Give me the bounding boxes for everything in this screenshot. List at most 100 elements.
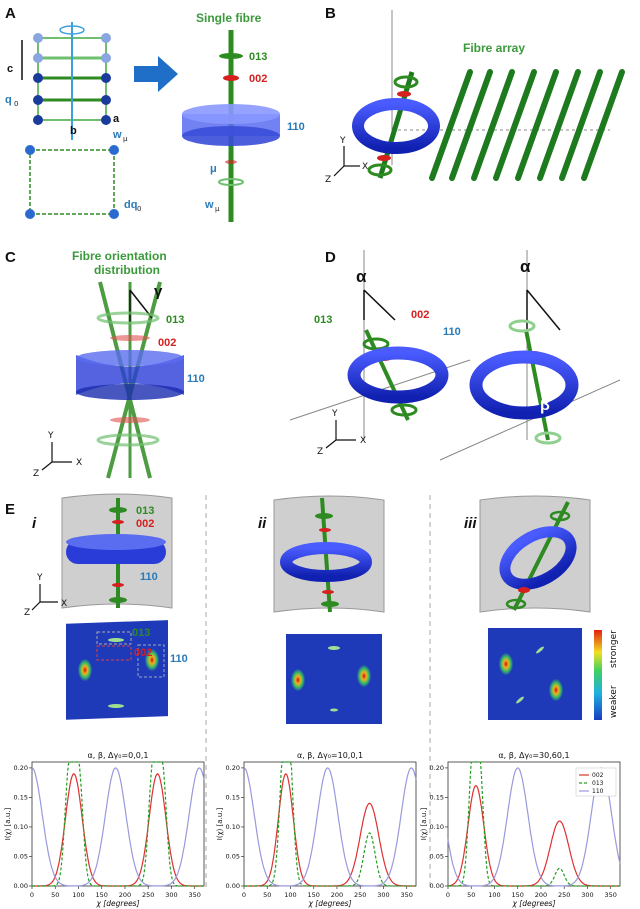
xtick-label: 200 bbox=[331, 891, 343, 899]
xtick-label: 300 bbox=[581, 891, 593, 899]
ring-110 bbox=[182, 104, 280, 146]
e-label-002: 002 bbox=[136, 518, 154, 530]
c-title-1: Fibre orientation bbox=[72, 249, 167, 263]
b-axes-triad bbox=[334, 146, 360, 176]
panel-letter-d: D bbox=[325, 249, 336, 266]
label-dq0: dq bbox=[124, 199, 137, 211]
plot-xlabel-2: χ [degrees] bbox=[511, 899, 555, 908]
label-q0-sub: 0 bbox=[14, 100, 18, 108]
c-title-2: distribution bbox=[94, 263, 160, 277]
e-img-label-110: 110 bbox=[170, 653, 188, 665]
e-axis-y: Y bbox=[36, 573, 43, 583]
e-sub-iii: iii bbox=[464, 515, 477, 532]
single-fibre-title: Single fibre bbox=[196, 11, 262, 25]
xtick-label: 50 bbox=[51, 891, 59, 899]
xtick-label: 200 bbox=[119, 891, 131, 899]
ytick-label: 0.15 bbox=[226, 793, 240, 801]
ytick-label: 0.10 bbox=[14, 823, 28, 831]
b-axis-z: Z bbox=[325, 175, 331, 185]
panel-a: A c a b q 0 w μ dq 0 bbox=[5, 5, 305, 222]
c-axis-x: X bbox=[76, 458, 82, 468]
ytick-label: 0.05 bbox=[430, 852, 444, 860]
panel-c: C Fibre orientation distribution γ 013 0… bbox=[5, 249, 205, 479]
d-axis-x: X bbox=[360, 436, 366, 446]
xtick-label: 50 bbox=[263, 891, 271, 899]
d-beta: β bbox=[540, 397, 550, 414]
c-axes-triad bbox=[42, 442, 72, 470]
xtick-label: 300 bbox=[377, 891, 389, 899]
xtick-label: 350 bbox=[400, 891, 412, 899]
xtick-label: 150 bbox=[512, 891, 524, 899]
d-alpha-2: α bbox=[520, 257, 531, 276]
xtick-label: 50 bbox=[467, 891, 475, 899]
ytick-label: 0.05 bbox=[226, 852, 240, 860]
xtick-label: 100 bbox=[284, 891, 296, 899]
panel-letter-b: B bbox=[325, 5, 336, 22]
ytick-label: 0.15 bbox=[14, 793, 28, 801]
b-axis-x: X bbox=[362, 162, 368, 172]
a-label-002: 002 bbox=[249, 73, 267, 85]
panel-letter-c: C bbox=[5, 249, 16, 266]
xtick-label: 200 bbox=[535, 891, 547, 899]
fibre-array bbox=[432, 72, 622, 178]
xtick-label: 250 bbox=[558, 891, 570, 899]
e-label-013: 013 bbox=[136, 505, 154, 517]
xtick-label: 0 bbox=[30, 891, 34, 899]
xtick-label: 100 bbox=[488, 891, 500, 899]
plot-xlabel-0: χ [degrees] bbox=[95, 899, 139, 908]
b-axis-y: Y bbox=[339, 136, 346, 146]
label-gamma: γ bbox=[154, 283, 163, 300]
label-c: c bbox=[7, 63, 13, 75]
d-ring-2 bbox=[476, 357, 572, 413]
plot-frame-1 bbox=[244, 762, 416, 886]
legend-label-002: 002 bbox=[592, 772, 604, 779]
plot-title-2: α, β, Δγ₀=30,60,1 bbox=[498, 751, 569, 760]
d-axis-y: Y bbox=[331, 409, 338, 419]
label-mu: μ bbox=[210, 163, 217, 175]
ytick-label: 0.00 bbox=[14, 882, 28, 890]
unit-cell-cross-section bbox=[25, 145, 119, 219]
e-axis-z: Z bbox=[24, 608, 30, 618]
e-img-label-013: 013 bbox=[132, 627, 150, 639]
xtick-label: 0 bbox=[446, 891, 450, 899]
d-label-110: 110 bbox=[443, 326, 461, 338]
panel-b: B Fibre array Y X Z bbox=[325, 5, 622, 185]
label-q0: q bbox=[5, 94, 12, 106]
e-axes-triad bbox=[32, 584, 58, 610]
label-wmu-sub: μ bbox=[123, 135, 128, 143]
unit-cell-stack bbox=[33, 22, 111, 140]
d-ring-1 bbox=[354, 353, 442, 397]
c-ring-110 bbox=[76, 350, 184, 400]
xtick-label: 0 bbox=[242, 891, 246, 899]
d-axes-triad bbox=[326, 420, 356, 448]
colorbar bbox=[594, 630, 602, 720]
detector-image-i bbox=[66, 620, 168, 720]
ytick-label: 0.10 bbox=[226, 823, 240, 831]
plot-ylabel-0: I(χ) [a.u.] bbox=[4, 808, 12, 841]
reflection-013 bbox=[219, 53, 243, 59]
plot-ylabel-1: I(χ) [a.u.] bbox=[216, 808, 224, 841]
plot-title-1: α, β, Δγ₀=10,0,1 bbox=[297, 751, 363, 760]
ytick-label: 0.00 bbox=[430, 882, 444, 890]
xtick-label: 100 bbox=[72, 891, 84, 899]
ytick-label: 0.05 bbox=[14, 852, 28, 860]
xtick-label: 350 bbox=[188, 891, 200, 899]
ytick-label: 0.20 bbox=[226, 764, 240, 772]
a-label-110: 110 bbox=[287, 121, 305, 133]
label-a: a bbox=[113, 113, 120, 125]
legend-label-110: 110 bbox=[592, 788, 604, 795]
transform-arrow bbox=[134, 56, 178, 92]
ytick-label: 0.20 bbox=[430, 764, 444, 772]
xtick-label: 150 bbox=[308, 891, 320, 899]
xtick-label: 250 bbox=[142, 891, 154, 899]
label-b: b bbox=[70, 125, 77, 137]
fibre-array-title: Fibre array bbox=[463, 41, 525, 55]
detector-image-ii bbox=[286, 634, 382, 724]
xtick-label: 350 bbox=[604, 891, 616, 899]
c-axis-y: Y bbox=[47, 431, 54, 441]
ytick-label: 0.10 bbox=[430, 823, 444, 831]
label-wmu-2: w bbox=[204, 199, 214, 211]
panel-letter-a: A bbox=[5, 5, 16, 22]
c-label-002: 002 bbox=[158, 337, 176, 349]
